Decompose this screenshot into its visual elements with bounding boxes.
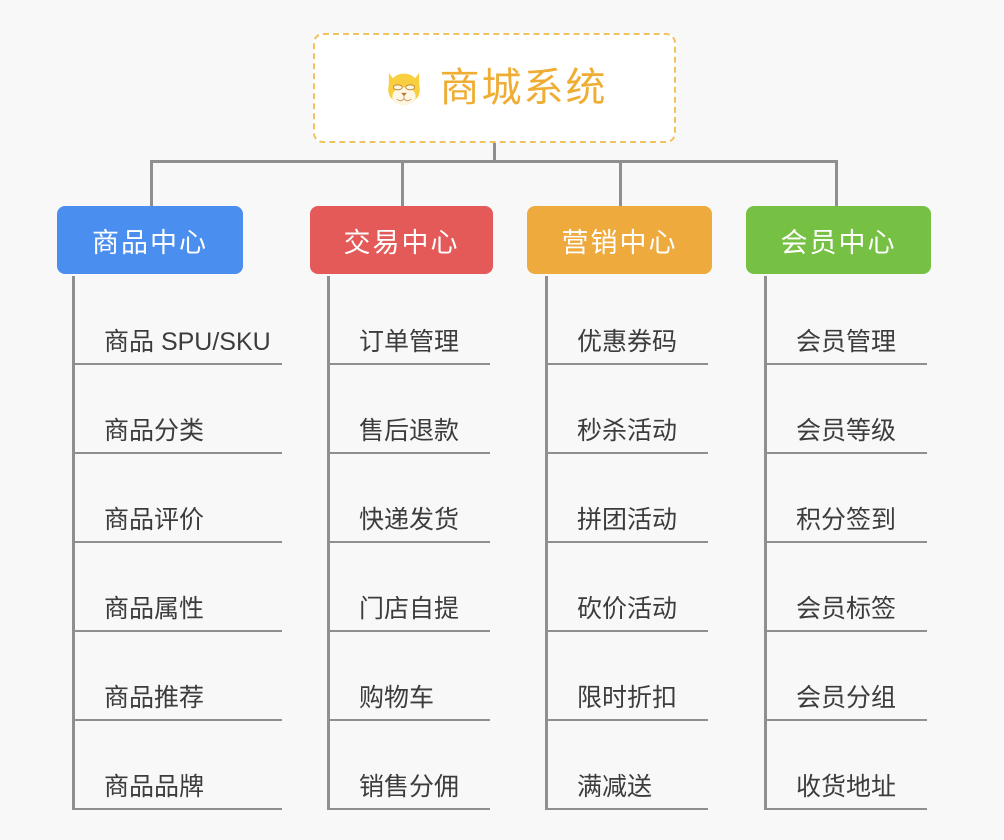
leaf-column-trade: 订单管理 售后退款 快递发货 门店自提 购物车 销售分佣 bbox=[327, 276, 490, 810]
leaf-label: 会员分组 bbox=[796, 684, 897, 713]
leaf-label: 会员等级 bbox=[796, 417, 897, 446]
leaf-item[interactable]: 商品评价 bbox=[72, 454, 282, 543]
leaf-label: 购物车 bbox=[359, 684, 435, 713]
branch-label: 营销中心 bbox=[561, 227, 678, 258]
leaf-label: 砍价活动 bbox=[577, 595, 678, 624]
leaf-label: 商品品牌 bbox=[104, 773, 205, 802]
leaf-item[interactable]: 门店自提 bbox=[327, 543, 490, 632]
branch-label: 商品中心 bbox=[92, 227, 208, 258]
leaf-item[interactable]: 会员标签 bbox=[764, 543, 927, 632]
leaf-label: 满减送 bbox=[577, 773, 653, 802]
leaf-column-marketing: 优惠券码 秒杀活动 拼团活动 砍价活动 限时折扣 满减送 bbox=[545, 276, 708, 810]
leaf-label: 拼团活动 bbox=[577, 506, 678, 535]
leaf-label: 秒杀活动 bbox=[577, 417, 678, 446]
connector-drop-4 bbox=[835, 160, 838, 209]
leaf-spine bbox=[72, 276, 75, 810]
leaf-item[interactable]: 商品分类 bbox=[72, 365, 282, 454]
leaf-spine bbox=[327, 276, 330, 810]
leaf-label: 商品评价 bbox=[104, 506, 205, 535]
leaf-item[interactable]: 售后退款 bbox=[327, 365, 490, 454]
branch-box-member[interactable]: 会员中心 bbox=[746, 206, 931, 274]
leaf-label: 销售分佣 bbox=[359, 773, 460, 802]
branch-label: 会员中心 bbox=[780, 227, 897, 258]
leaf-item[interactable]: 收货地址 bbox=[764, 721, 927, 810]
leaf-item[interactable]: 会员管理 bbox=[764, 276, 927, 365]
connector-root-stem bbox=[493, 143, 496, 162]
leaf-label: 快递发货 bbox=[359, 506, 460, 535]
leaf-label: 商品推荐 bbox=[104, 684, 205, 713]
leaf-label: 优惠券码 bbox=[577, 328, 678, 357]
leaf-item[interactable]: 秒杀活动 bbox=[545, 365, 708, 454]
leaf-spine bbox=[764, 276, 767, 810]
leaf-column-commodity: 商品 SPU/SKU 商品分类 商品评价 商品属性 商品推荐 商品品牌 bbox=[72, 276, 282, 810]
leaf-item[interactable]: 满减送 bbox=[545, 721, 708, 810]
leaf-label: 商品 SPU/SKU bbox=[104, 328, 271, 357]
leaf-item[interactable]: 会员等级 bbox=[764, 365, 927, 454]
connector-drop-1 bbox=[150, 160, 153, 209]
branch-label: 交易中心 bbox=[343, 227, 460, 258]
leaf-item[interactable]: 会员分组 bbox=[764, 632, 927, 721]
leaf-label: 商品分类 bbox=[104, 417, 205, 446]
leaf-spine bbox=[545, 276, 548, 810]
root-title: 商城系统 bbox=[439, 66, 608, 110]
leaf-item[interactable]: 拼团活动 bbox=[545, 454, 708, 543]
leaf-item[interactable]: 积分签到 bbox=[764, 454, 927, 543]
leaf-label: 会员标签 bbox=[796, 595, 897, 624]
leaf-label: 商品属性 bbox=[104, 595, 205, 624]
leaf-label: 限时折扣 bbox=[577, 684, 678, 713]
leaf-label: 积分签到 bbox=[796, 506, 897, 535]
leaf-label: 订单管理 bbox=[359, 328, 460, 357]
leaf-label: 收货地址 bbox=[796, 773, 897, 802]
connector-horizontal-bus bbox=[150, 160, 838, 163]
root-node[interactable]: 商城系统 bbox=[313, 33, 676, 143]
leaf-label: 会员管理 bbox=[796, 328, 897, 357]
branch-box-marketing[interactable]: 营销中心 bbox=[527, 206, 712, 274]
leaf-label: 售后退款 bbox=[359, 417, 460, 446]
leaf-item[interactable]: 限时折扣 bbox=[545, 632, 708, 721]
leaf-item[interactable]: 商品品牌 bbox=[72, 721, 282, 810]
shiba-dog-face-icon bbox=[382, 66, 426, 110]
connector-drop-3 bbox=[619, 160, 622, 209]
leaf-item[interactable]: 商品 SPU/SKU bbox=[72, 276, 282, 365]
leaf-item[interactable]: 优惠券码 bbox=[545, 276, 708, 365]
branch-box-commodity[interactable]: 商品中心 bbox=[57, 206, 243, 274]
leaf-item[interactable]: 商品推荐 bbox=[72, 632, 282, 721]
leaf-item[interactable]: 销售分佣 bbox=[327, 721, 490, 810]
leaf-item[interactable]: 购物车 bbox=[327, 632, 490, 721]
leaf-item[interactable]: 商品属性 bbox=[72, 543, 282, 632]
leaf-item[interactable]: 订单管理 bbox=[327, 276, 490, 365]
leaf-item[interactable]: 快递发货 bbox=[327, 454, 490, 543]
connector-drop-2 bbox=[401, 160, 404, 209]
leaf-label: 门店自提 bbox=[359, 595, 460, 624]
branch-box-trade[interactable]: 交易中心 bbox=[310, 206, 493, 274]
leaf-column-member: 会员管理 会员等级 积分签到 会员标签 会员分组 收货地址 bbox=[764, 276, 927, 810]
leaf-item[interactable]: 砍价活动 bbox=[545, 543, 708, 632]
